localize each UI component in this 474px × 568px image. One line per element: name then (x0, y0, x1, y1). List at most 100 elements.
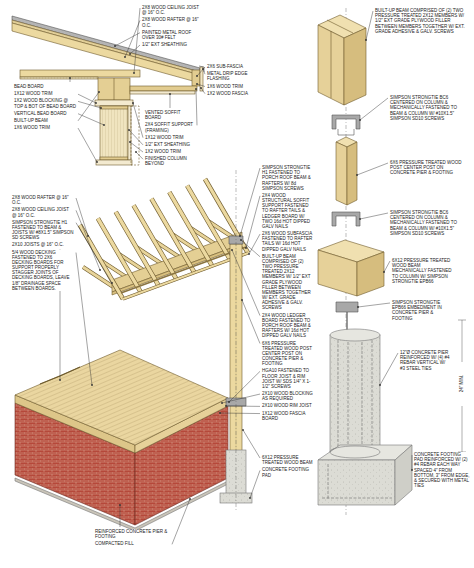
callout-label: 1X6 WOOD TRIM (207, 84, 265, 89)
leader-line (76, 210, 100, 270)
callout-label: 6X6 PRESSURE TREATED WOOD POST CENTER PO… (262, 341, 314, 367)
leader-dot (114, 45, 116, 47)
rafter (116, 212, 159, 286)
callout-label: SIMPSON STRONGTIE H1 FASTENED TO BEAM & … (12, 220, 74, 241)
leader-dot (98, 91, 100, 93)
porch-deck (15, 350, 228, 531)
leader-dot (119, 504, 121, 506)
callout-label: SIMPSON STRONGTIE BC6 CENTERED ON COLUMN… (390, 210, 465, 236)
leader-dot (111, 282, 113, 284)
callout-label: COMPACTED FILL (95, 541, 170, 546)
leader-line (250, 470, 260, 498)
leader-dot (133, 72, 135, 74)
leader-dot (357, 306, 359, 308)
drawing-part (318, 250, 357, 296)
leader-dot (241, 299, 243, 301)
drawing-part (128, 106, 131, 160)
leader-dot (196, 75, 198, 77)
callout-label: 2X10 WOOD RIM JOIST (262, 403, 314, 408)
drawing-part (96, 160, 132, 165)
callout-label: VENTED SOFFIT BOARD (145, 110, 195, 120)
callout-label: VERTICAL BEAD BOARD (14, 111, 76, 116)
leader-dot (411, 469, 413, 471)
leader-line (229, 371, 260, 402)
leader-line (201, 88, 205, 94)
callout-label: 2X4 WOOD STRUCTURAL SOFFIT SUPPORT FASTE… (262, 193, 314, 229)
leader-line (197, 84, 205, 87)
rafter (116, 212, 159, 286)
callout-label: 1X2 WOOD BLOCKING @ TOP & BOT OF BEAD BO… (14, 98, 76, 108)
drawing-part (328, 464, 329, 500)
leader-line (360, 213, 388, 219)
leader-dot (100, 107, 102, 109)
leader-dot (95, 102, 97, 104)
drawing-part (357, 252, 384, 296)
leader-dot (359, 218, 361, 220)
callout-label: 2X6 WOOD SUBFASCIA FASTENED TO RAFTER TA… (262, 231, 314, 252)
rafter (187, 186, 230, 260)
leader-dot (132, 102, 134, 104)
callout-label: 1X2 WOOD TRIM (145, 149, 195, 154)
leader-line (172, 499, 190, 544)
drawing-part (192, 70, 200, 86)
callout-label: BUILT-UP BEAM COMPRISED OF (2) TWO PRESS… (375, 8, 465, 34)
leader-dot (99, 269, 101, 271)
leader-line (170, 94, 171, 108)
callout-label: 1/2" EXT SHEATHING (145, 142, 195, 147)
rafter (134, 205, 177, 279)
leader-dot (239, 235, 241, 237)
rafter (151, 199, 194, 273)
callout-label: CONCRETE FOOTING PAD (262, 467, 314, 477)
leader-line (120, 505, 121, 527)
leader-dot (129, 141, 131, 143)
leader-line (76, 223, 112, 283)
rafter (205, 179, 248, 253)
drawing-part (123, 253, 248, 299)
callout-label: 6X6 PRESSURE TREATED WOOD POST CENTER PO… (390, 160, 465, 176)
leader-dot (129, 53, 131, 55)
leader-dot (195, 88, 197, 90)
drawing-part (344, 28, 366, 105)
leader-line (357, 163, 388, 175)
leader-dot (248, 253, 250, 255)
callout-label: BEAD BOARD (14, 84, 76, 89)
leader-dot (365, 39, 367, 41)
rafter (98, 218, 141, 292)
drawing-part (338, 129, 354, 135)
leader-line (130, 142, 143, 152)
callout-label: 6X12 PRESSURE TREATED WOOD BEAM MECHANIC… (392, 258, 454, 284)
leader-dot (379, 384, 381, 386)
callout-label: 1/2" EXT SHEATHING (142, 42, 202, 47)
leader-dot (383, 271, 385, 273)
callout-label: 1X2 WOOD FASCIA (207, 91, 265, 96)
leader-line (249, 234, 260, 254)
drawing-part (236, 170, 237, 510)
callout-label: FINISHED COLUMN BEYOND (145, 156, 195, 166)
rafter (187, 186, 230, 260)
leader-line (358, 303, 390, 307)
callout-label: 2X4 SOFFIT SUPPORT (FRAMING) (145, 122, 195, 132)
leader-dot (91, 384, 93, 386)
drawing-part (330, 335, 380, 452)
drawing-part (100, 106, 128, 109)
leader-line (78, 94, 96, 103)
leader-dot (189, 498, 191, 500)
drawing-part (95, 100, 133, 106)
leader-dot (200, 87, 202, 89)
callout-label: 2X8 WOOD RAFTER @ 16" O.C. (12, 195, 74, 205)
leader-dot (128, 129, 130, 131)
dimension-label: 24" MIN. (459, 364, 464, 404)
callout-label: CONCRETE FOOTING PAD REINFORCED W/ (2) #… (414, 452, 470, 488)
leader-line (70, 78, 71, 82)
rafter (134, 205, 177, 279)
callout-label: PAINTED METAL ROOF OVER 30# FELT (142, 30, 202, 40)
callout-label: 2X6 SUB-FASCIA (207, 64, 265, 69)
leader-dot (359, 119, 361, 121)
leader-line (246, 196, 260, 248)
callout-label: BUILT-UP BEAM (14, 118, 76, 123)
leader-line (130, 45, 140, 54)
drawing-part (336, 142, 347, 205)
callout-label: REINFORCED CONCRETE PIER & FOOTING (95, 529, 170, 539)
leader-line (222, 394, 260, 403)
